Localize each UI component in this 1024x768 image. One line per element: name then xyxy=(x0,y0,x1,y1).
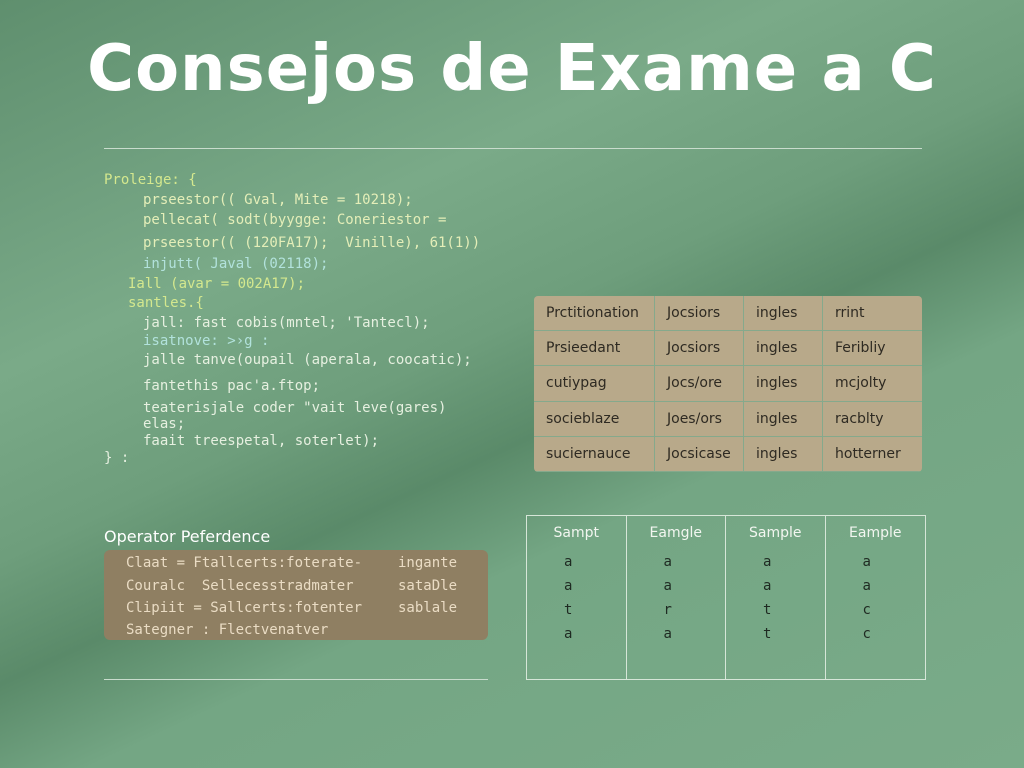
operator-row: Claat = Ftallcerts:foterate- xyxy=(126,555,363,571)
table-cell: Joes/ors xyxy=(655,401,744,437)
operator-heading: Operator Peferdence xyxy=(104,527,271,546)
table-cell: Jocs/ore xyxy=(655,366,744,402)
code-line: injutt( Javal (02118); xyxy=(143,256,329,272)
column-value: a xyxy=(663,578,672,594)
table-cell: suciernauce xyxy=(534,436,655,472)
table-cell: socieblaze xyxy=(534,401,655,437)
table-cell: Prsieedant xyxy=(534,331,655,367)
code-line: jalle tanve(oupail (aperala, coocatic); xyxy=(143,352,472,368)
column-header: Sample xyxy=(749,525,802,541)
code-block: Proleige: { prseestor(( Gval, Mite = 102… xyxy=(0,0,480,466)
table-cell: hotterner xyxy=(823,437,922,472)
table-cell: ingles xyxy=(744,366,823,402)
column-value: a xyxy=(862,554,871,570)
table-cell: rrint xyxy=(823,296,922,332)
code-line: jall: fast cobis(mntel; 'Tantecl); xyxy=(143,315,430,331)
column-header: Sampt xyxy=(553,525,599,541)
column-value: a xyxy=(663,626,672,642)
table-cell: Feribliy xyxy=(823,331,922,367)
operator-value: sataDle xyxy=(398,578,458,594)
code-line: santles.{ xyxy=(128,295,204,311)
table-cell: ingles xyxy=(744,401,823,437)
code-line: fantethis pac'a.ftop; xyxy=(143,378,321,394)
table-cell: ingles xyxy=(744,331,823,367)
code-line: } : xyxy=(104,450,130,466)
column-header: Eample xyxy=(849,525,902,541)
column-value: a xyxy=(663,554,672,570)
operator-row: Couralc Sellecesstradmater xyxy=(126,578,354,594)
operator-value: ingante xyxy=(398,555,458,571)
code-line: prseestor(( Gval, Mite = 10218); xyxy=(143,192,413,208)
column-value: a xyxy=(763,554,772,570)
column-value: t xyxy=(564,602,573,618)
column-value: a xyxy=(564,578,573,594)
column-value: a xyxy=(763,578,772,594)
code-line: faait treespetal, soterlet); xyxy=(143,433,380,449)
table-cell: Jocsiors xyxy=(655,331,744,367)
bottom-divider xyxy=(104,679,488,680)
table-cell: racblty xyxy=(823,402,922,437)
page-title: Consejos de Exame a C xyxy=(87,32,937,106)
operator-row: Sategner : Flectvenatver xyxy=(126,622,329,638)
operator-row: Clipiit = Sallcerts:fotenter xyxy=(126,600,363,616)
table-cell: mcjolty xyxy=(823,366,922,402)
column-value: c xyxy=(862,602,871,618)
code-line: elas; xyxy=(143,416,186,432)
table-cell: ingles xyxy=(744,296,823,332)
column-value: r xyxy=(663,602,672,618)
column-value: a xyxy=(564,554,573,570)
column-value: a xyxy=(564,626,573,642)
column-header: Eamgle xyxy=(649,525,702,541)
column-value: t xyxy=(763,602,772,618)
code-line: isatnove: >›g : xyxy=(143,333,270,349)
table-cell: ingles xyxy=(744,436,823,472)
code-line: pellecat( sodt(byygge: Coneriestor = xyxy=(143,212,447,228)
table-cell: Prctitionation xyxy=(534,296,655,332)
code-line: teaterisjale coder "vait leve(gares) xyxy=(143,400,447,416)
operator-box: Claat = Ftallcerts:foterate-ingante Cour… xyxy=(104,550,488,640)
table-cell: Jocsicase xyxy=(655,436,744,472)
title-divider xyxy=(104,148,922,149)
code-line: Iall (avar = 002A17); xyxy=(128,276,306,292)
code-line: prseestor(( (120FA17); Vinille), 61(1)) xyxy=(143,235,481,251)
operator-value: sablale xyxy=(398,600,458,616)
code-line: Proleige: { xyxy=(104,172,197,188)
table-cell: Jocsiors xyxy=(655,296,744,332)
table-cell: cutiypag xyxy=(534,366,655,402)
column-value: t xyxy=(763,626,772,642)
column-value: c xyxy=(862,626,871,642)
column-value: a xyxy=(862,578,871,594)
